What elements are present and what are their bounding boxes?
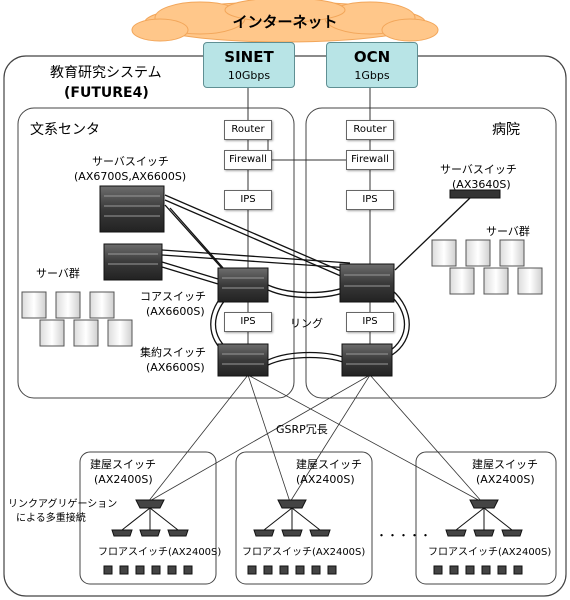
core-switch-label: コアスイッチ	[140, 290, 206, 303]
core-switch-right	[339, 263, 395, 303]
agg-switch-right	[341, 343, 393, 377]
building-frame-1	[79, 451, 217, 585]
link-agg-label-1: リンクアグリゲーション	[8, 499, 118, 510]
ocn-speed: 1Gbps	[354, 69, 390, 82]
sinet-speed: 10Gbps	[227, 69, 271, 82]
server-group-left-label: サーバ群	[36, 267, 80, 280]
internet-label: インターネット	[232, 13, 338, 31]
building-3-devices	[433, 499, 523, 575]
ring-label: リング	[290, 317, 323, 330]
building-frame-2	[235, 451, 373, 585]
firewall-box-right: Firewall	[346, 150, 394, 170]
left-area-frame	[17, 107, 295, 399]
ips-box-left-top: IPS	[224, 190, 272, 210]
router-box-right: Router	[346, 120, 394, 140]
agg-switch-model: (AX6600S)	[146, 361, 205, 374]
server-switch-left	[99, 185, 165, 233]
right-area-label: 病院	[492, 122, 520, 138]
router-box-left: Router	[224, 120, 272, 140]
building-switch-label-3: 建屋スイッチ	[472, 458, 538, 471]
ocn-name: OCN	[353, 48, 391, 66]
building-1-devices	[103, 499, 193, 575]
building-switch-label-2: 建屋スイッチ	[296, 458, 362, 471]
firewall-box-left: Firewall	[224, 150, 272, 170]
left-area-label: 文系センタ	[30, 122, 100, 138]
agg-switch-left	[217, 343, 269, 377]
building-switch-model-1: (AX2400S)	[94, 473, 153, 486]
right-area-frame	[305, 107, 557, 399]
link-agg-label-2: による多重接続	[16, 513, 86, 524]
agg-switch-label: 集約スイッチ	[140, 346, 206, 359]
system-subtitle: (FUTURE4)	[64, 85, 149, 101]
core-switch-model: (AX6600S)	[146, 305, 205, 318]
sinet-box: SINET 10Gbps	[203, 42, 295, 88]
server-switch-right-label: サーバスイッチ	[440, 163, 517, 176]
ips-box-right-top: IPS	[346, 190, 394, 210]
gsrp-lines	[147, 374, 483, 503]
floor-switch-label-1: フロアスイッチ(AX2400S)	[98, 547, 222, 558]
server-switch-left-2	[103, 243, 163, 281]
server-switch-left-label: サーバスイッチ	[92, 155, 169, 168]
server-group-left	[21, 291, 133, 347]
internet-cloud	[131, 0, 439, 43]
server-switch-right-model: (AX3640S)	[452, 178, 511, 191]
ellipsis-label: ・・・・・	[376, 529, 431, 542]
building-frame-3	[415, 451, 557, 585]
building-switch-label-1: 建屋スイッチ	[90, 458, 156, 471]
ips-box-left-mid: IPS	[224, 312, 272, 332]
system-title: 教育研究システム	[50, 65, 162, 81]
floor-switch-label-2: フロアスイッチ(AX2400S)	[242, 547, 366, 558]
building-2-devices	[247, 499, 337, 575]
gsrp-label: GSRP冗長	[276, 423, 328, 436]
ocn-box: OCN 1Gbps	[326, 42, 418, 88]
server-switch-left-model: (AX6700S,AX6600S)	[74, 170, 187, 183]
server-switch-right	[449, 189, 501, 199]
server-group-right	[431, 239, 543, 295]
server-group-right-label: サーバ群	[486, 225, 530, 238]
ips-box-right-mid: IPS	[346, 312, 394, 332]
floor-switch-label-3: フロアスイッチ(AX2400S)	[428, 547, 552, 558]
building-switch-model-3: (AX2400S)	[476, 473, 535, 486]
server-switch-cables	[161, 194, 471, 288]
building-switch-model-2: (AX2400S)	[296, 473, 355, 486]
sinet-name: SINET	[224, 48, 274, 66]
core-switch-left	[217, 267, 269, 303]
